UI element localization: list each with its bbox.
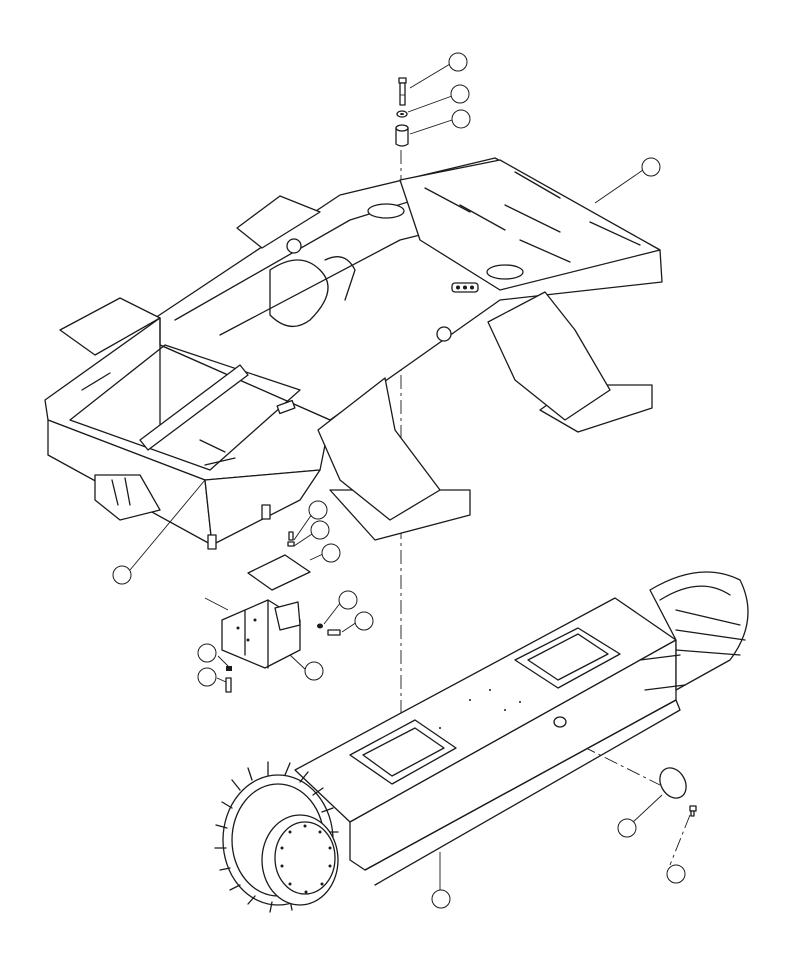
top-bolt: [398, 77, 407, 106]
upper-frame: [44, 157, 663, 550]
callout-c7: [310, 520, 330, 540]
callout-c1: [448, 52, 468, 72]
top-bushing: [395, 124, 409, 147]
bolt-centerline: [669, 814, 691, 866]
callout-c10: [354, 611, 374, 631]
callout-c16: [666, 864, 686, 884]
bracket: [221, 599, 301, 669]
callout-c13: [197, 667, 217, 687]
callout-c12: [197, 643, 217, 663]
callout-c6: [308, 500, 328, 520]
cover-screw: [689, 805, 697, 817]
callout-c14: [431, 889, 451, 909]
callout-c8: [321, 543, 341, 563]
callout-c3: [451, 109, 471, 129]
callout-c11: [304, 661, 324, 681]
callout-c15: [617, 818, 637, 838]
leader-lines: [129, 63, 663, 890]
cover-plate: [247, 554, 311, 591]
bracket-bolt-bottom: [225, 666, 232, 693]
callout-c2: [450, 84, 470, 104]
bracket-bolt-right: [317, 623, 341, 636]
drive-hub: [261, 814, 339, 906]
callout-c4: [641, 157, 661, 177]
track-frame: [294, 571, 749, 886]
cover-plate-bolt: [287, 531, 295, 547]
oval-cover: [659, 767, 687, 799]
callout-c9: [338, 590, 358, 610]
callout-c5: [112, 565, 132, 585]
top-washer: [396, 110, 408, 118]
